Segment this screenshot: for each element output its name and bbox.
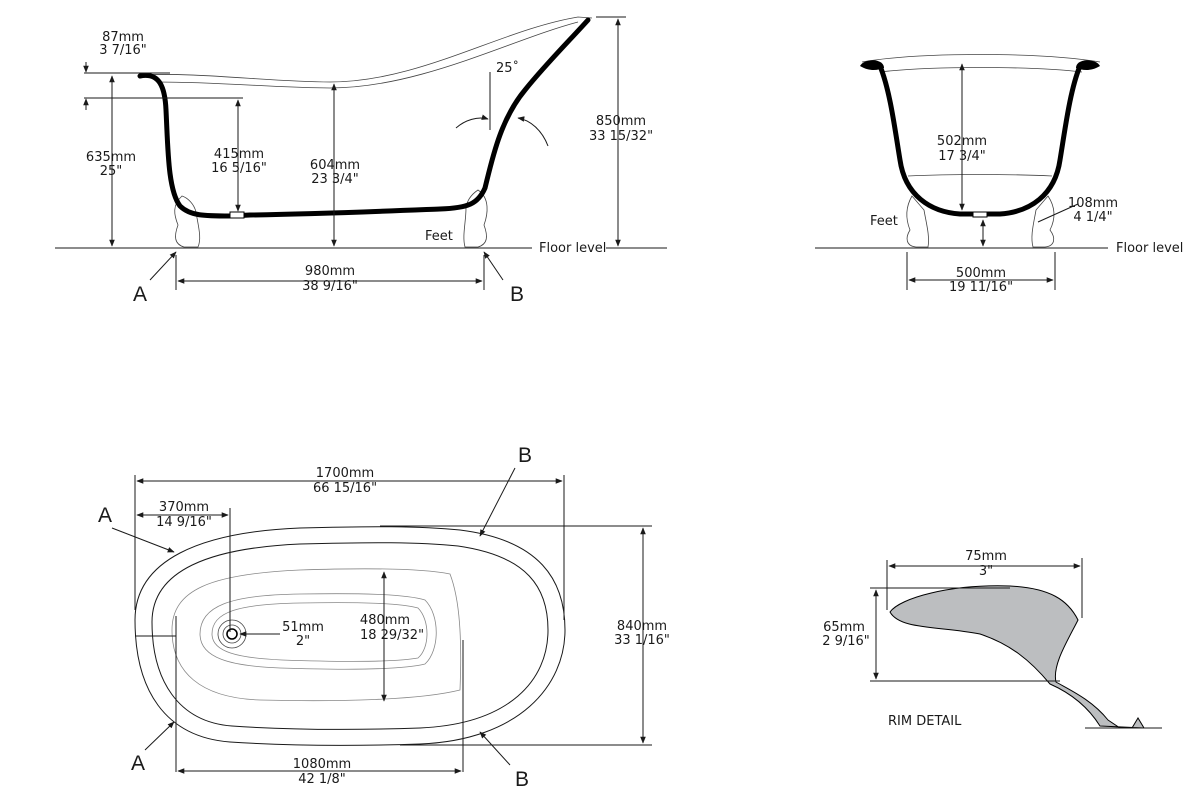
depth-502-in: 17 3/4" [938,149,986,164]
rim-width-75-in: 3" [979,564,993,579]
width-840-mm: 840mm [617,619,667,634]
end-rim-inner [879,67,1083,73]
angle-25-label: 25˚ [496,60,519,76]
length-1700-in: 66 15/16" [313,481,377,496]
tub-shell-profile [137,17,591,219]
waste-offset-370-in: 14 9/16" [156,515,212,530]
plan-view: 1700mm 66 15/16" 370mm 14 9/16" 51mm 2" … [98,444,670,791]
leader-a [149,251,177,281]
waste-51-mm: 51mm [282,620,324,635]
end-view: Floor level 502mm 17 3/4" 108mm 4 1/4" F… [815,54,1183,295]
rim-87-mm: 87mm [102,30,144,45]
waste-offset-370-mm: 370mm [159,500,209,515]
plan-leader-a-bottom [144,721,175,751]
floor-level-label: Floor level [539,241,606,256]
end-waste-outlet [972,211,988,218]
feet-span-1080-mm: 1080mm [293,757,351,772]
label-b-side: B [510,283,524,306]
plan-label-a-top: A [98,504,112,527]
plan-waste-drain [226,628,238,640]
plan-leader-a-top [111,527,175,553]
height-635-in: 25" [100,164,123,179]
width-500-mm: 500mm [956,266,1006,281]
rim-detail-title: RIM DETAIL [888,714,962,729]
rim-detail: 75mm 3" 65mm 2 9/16" RIM DETAIL [822,549,1162,729]
rim-87-in: 3 7/16" [99,43,147,58]
span-980-in: 38 9/16" [302,279,358,294]
width-840-in: 33 1/16" [614,633,670,648]
feet-span-1080-in: 42 1/8" [298,772,346,787]
feet-label-side: Feet [425,229,453,244]
plan-leader-b-bottom [479,731,511,766]
rim-width-75-mm: 75mm [965,549,1007,564]
plan-bowl-floor [199,593,437,670]
side-view: Floor level 87mm 3 7/16" [55,16,667,306]
width-500-in: 19 11/16" [949,280,1013,295]
rim-height-65-in: 2 9/16" [822,634,870,649]
height-604-mm: 604mm [310,158,360,173]
height-604-in: 23 3/4" [311,172,359,187]
plan-inner-rim [151,542,549,730]
waste-outlet [229,211,245,219]
feet-label-end: Feet [870,214,898,229]
inner-width-480-in: 18 29/32" [360,628,424,643]
inner-width-480-mm: 480mm [360,613,410,628]
plan-label-b-bottom: B [515,768,529,791]
rim-inner-edge [157,21,579,89]
plan-outer-rim [134,526,566,746]
floor-level-label-end: Floor level [1116,241,1183,256]
plan-bowl-floor-inner [211,602,428,662]
depth-415-mm: 415mm [214,147,264,162]
plan-label-b-top: B [518,444,532,467]
end-rim-top [861,54,1101,63]
rim-height-65-mm: 65mm [823,620,865,635]
rim-top-edge [139,16,593,83]
length-1700-mm: 1700mm [316,466,374,481]
rim-cross-section [889,585,1145,729]
depth-502-mm: 502mm [937,134,987,149]
depth-415-in: 16 5/16" [211,161,267,176]
height-635-mm: 635mm [86,150,136,165]
height-850-in: 33 15/32" [589,129,653,144]
foot-right [463,189,488,248]
end-foot-left [906,195,929,248]
angle-arc-right [517,116,549,147]
clear-108-mm: 108mm [1068,196,1118,211]
leader-b [483,251,504,281]
label-a-side: A [133,283,147,306]
clear-108-leader [1037,203,1079,223]
height-850-mm: 850mm [596,114,646,129]
waste-51-in: 2" [296,634,310,649]
plan-leader-b-top [479,467,516,537]
plan-label-a-bottom: A [131,752,145,775]
angle-arc-left [455,114,489,129]
end-water-line [907,174,1053,177]
span-980-mm: 980mm [305,264,355,279]
foot-left [174,195,201,248]
clear-108-in: 4 1/4" [1073,210,1112,225]
plan-bowl [171,568,462,702]
